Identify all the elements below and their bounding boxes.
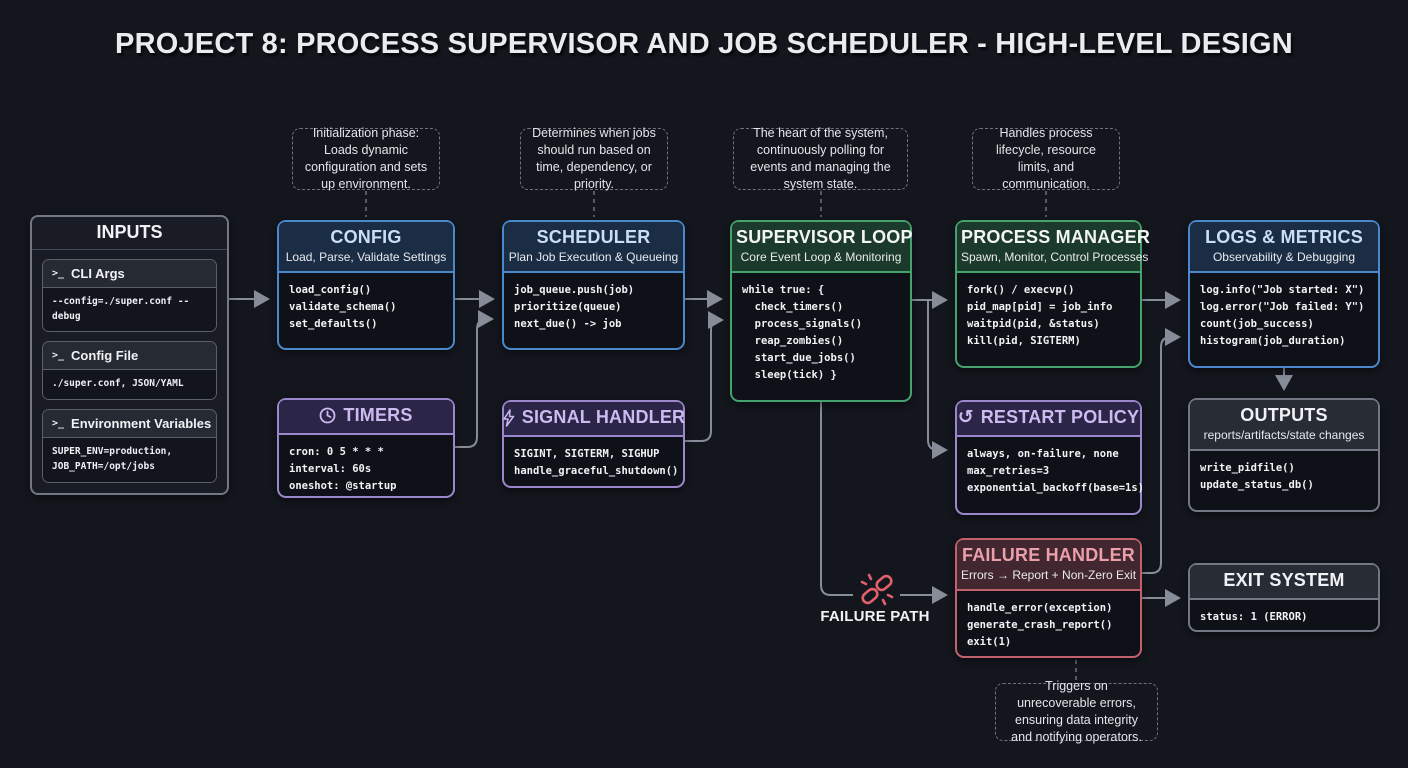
supervisor-loop-box-subtitle: Core Event Loop & Monitoring: [740, 250, 902, 264]
config-box-title: CONFIG: [330, 227, 402, 247]
note-config-text: Initialization phase: Loads dynamic conf…: [304, 125, 428, 192]
config-box-subtitle: Load, Parse, Validate Settings: [285, 250, 447, 264]
scheduler-box-header: SCHEDULER Plan Job Execution & Queueing: [504, 222, 683, 273]
note-config: Initialization phase: Loads dynamic conf…: [292, 126, 440, 191]
logs-metrics-box-subtitle: Observability & Debugging: [1212, 250, 1356, 264]
failure-path-label: FAILURE PATH: [820, 608, 930, 625]
outputs-box-title: OUTPUTS: [1240, 405, 1328, 425]
input-item-config-file: >_ Config File ./super.conf, JSON/YAML: [42, 341, 217, 401]
process-manager-box-code: fork() / execvp() pid_map[pid] = job_inf…: [967, 284, 1113, 347]
exit-system-box-code: status: 1 (ERROR): [1200, 611, 1308, 623]
scheduler-box: SCHEDULER Plan Job Execution & Queueing …: [502, 220, 685, 350]
failure-handler-box-header: FAILURE HANDLER Errors → Report + Non-Ze…: [957, 540, 1140, 591]
input-item-label: CLI Args: [71, 266, 125, 281]
config-box-code: load_config() validate_schema() set_defa…: [289, 284, 397, 330]
process-manager-box: PROCESS MANAGER Spawn, Monitor, Control …: [955, 220, 1151, 368]
logs-metrics-box: LOGS & METRICS Observability & Debugging…: [1188, 220, 1380, 368]
scheduler-box-code: job_queue.push(job) prioritize(queue) ne…: [514, 284, 635, 330]
logs-metrics-box-title: LOGS & METRICS: [1205, 227, 1363, 247]
lightning-icon: [502, 408, 515, 427]
note-process-manager: Handles process lifecycle, resource limi…: [972, 126, 1120, 191]
failure-handler-box-title: FAILURE HANDLER: [962, 545, 1135, 565]
input-item-value: --config=./super.conf --debug: [43, 288, 216, 332]
outputs-box-header: OUTPUTS reports/artifacts/state changes: [1190, 400, 1378, 451]
outputs-box-subtitle: reports/artifacts/state changes: [1203, 428, 1365, 442]
timers-box-header: TIMERS: [279, 400, 453, 435]
config-box: CONFIG Load, Parse, Validate Settings lo…: [277, 220, 455, 350]
note-scheduler-text: Determines when jobs should run based on…: [532, 125, 656, 192]
timers-box-code: cron: 0 5 * * * interval: 60s oneshot: @…: [289, 446, 397, 492]
note-failure-handler: Triggers on unrecoverable errors, ensuri…: [995, 679, 1158, 744]
logs-metrics-box-header: LOGS & METRICS Observability & Debugging: [1190, 222, 1378, 273]
input-item-env-vars-header: >_ Environment Variables: [43, 410, 216, 439]
timers-box-title: TIMERS: [343, 405, 413, 425]
process-manager-box-header: PROCESS MANAGER Spawn, Monitor, Control …: [957, 222, 1151, 273]
input-item-value: SUPER_ENV=production, JOB_PATH=/opt/jobs: [43, 438, 216, 482]
config-box-header: CONFIG Load, Parse, Validate Settings: [279, 222, 453, 273]
timers-box: TIMERS cron: 0 5 * * * interval: 60s one…: [277, 398, 455, 498]
supervisor-loop-box-title: SUPERVISOR LOOP: [736, 227, 913, 247]
restart-policy-box-header: ↺ RESTART POLICY: [957, 402, 1140, 437]
signal-handler-box-code: SIGINT, SIGTERM, SIGHUP handle_graceful_…: [514, 448, 679, 477]
scheduler-box-subtitle: Plan Job Execution & Queueing: [508, 250, 679, 264]
input-item-value: ./super.conf, JSON/YAML: [43, 370, 216, 400]
clock-icon: [319, 407, 336, 424]
inputs-panel: INPUTS >_ CLI Args --config=./super.conf…: [30, 215, 229, 495]
restart-icon: ↺: [957, 406, 974, 428]
exit-system-box-title: EXIT SYSTEM: [1223, 570, 1345, 590]
supervisor-loop-box-code: while true: { check_timers() process_sig…: [742, 284, 863, 381]
restart-policy-box-code: always, on-failure, none max_retries=3 e…: [967, 448, 1145, 494]
supervisor-loop-box-header: SUPERVISOR LOOP Core Event Loop & Monito…: [732, 222, 913, 273]
process-manager-box-subtitle: Spawn, Monitor, Control Processes: [961, 250, 1149, 264]
input-item-config-file-header: >_ Config File: [43, 342, 216, 371]
note-scheduler: Determines when jobs should run based on…: [520, 126, 668, 191]
failure-handler-box-code: handle_error(exception) generate_crash_r…: [967, 602, 1113, 648]
note-process-manager-text: Handles process lifecycle, resource limi…: [995, 125, 1097, 192]
input-item-cli-args-header: >_ CLI Args: [43, 260, 216, 288]
input-item-cli-args: >_ CLI Args --config=./super.conf --debu…: [42, 259, 217, 333]
signal-handler-box-header: SIGNAL HANDLER: [502, 402, 686, 437]
broken-link-icon: [854, 570, 898, 615]
exit-system-box: EXIT SYSTEM status: 1 (ERROR): [1188, 563, 1380, 632]
note-failure-handler-text: Triggers on unrecoverable errors, ensuri…: [1011, 678, 1142, 745]
process-manager-box-title: PROCESS MANAGER: [961, 227, 1151, 247]
page-title: PROJECT 8: PROCESS SUPERVISOR AND JOB SC…: [115, 28, 1293, 60]
supervisor-loop-box: SUPERVISOR LOOP Core Event Loop & Monito…: [730, 220, 913, 402]
signal-handler-box: SIGNAL HANDLER SIGINT, SIGTERM, SIGHUP h…: [502, 400, 685, 488]
input-item-env-vars: >_ Environment Variables SUPER_ENV=produ…: [42, 409, 217, 483]
terminal-prompt-icon: >_: [52, 268, 65, 279]
outputs-box: OUTPUTS reports/artifacts/state changes …: [1188, 398, 1380, 512]
note-supervisor: The heart of the system, continuously po…: [733, 126, 908, 191]
failure-handler-box-subtitle: Errors → Report + Non-Zero Exit: [961, 568, 1137, 582]
restart-policy-box: ↺ RESTART POLICY always, on-failure, non…: [955, 400, 1145, 515]
logs-metrics-box-code: log.info("Job started: X") log.error("Jo…: [1200, 284, 1365, 347]
exit-system-box-header: EXIT SYSTEM: [1190, 565, 1378, 600]
inputs-title: INPUTS: [32, 217, 227, 250]
input-item-label: Config File: [71, 348, 139, 364]
terminal-prompt-icon: >_: [52, 350, 65, 362]
input-item-label: Environment Variables: [71, 416, 212, 432]
failure-handler-box: FAILURE HANDLER Errors → Report + Non-Ze…: [955, 538, 1142, 658]
outputs-box-code: write_pidfile() update_status_db(): [1200, 462, 1314, 491]
note-supervisor-text: The heart of the system, continuously po…: [750, 125, 891, 192]
scheduler-box-title: SCHEDULER: [536, 227, 651, 247]
terminal-prompt-icon: >_: [52, 418, 65, 430]
signal-handler-box-title: SIGNAL HANDLER: [521, 407, 686, 427]
restart-policy-box-title: RESTART POLICY: [980, 407, 1140, 427]
